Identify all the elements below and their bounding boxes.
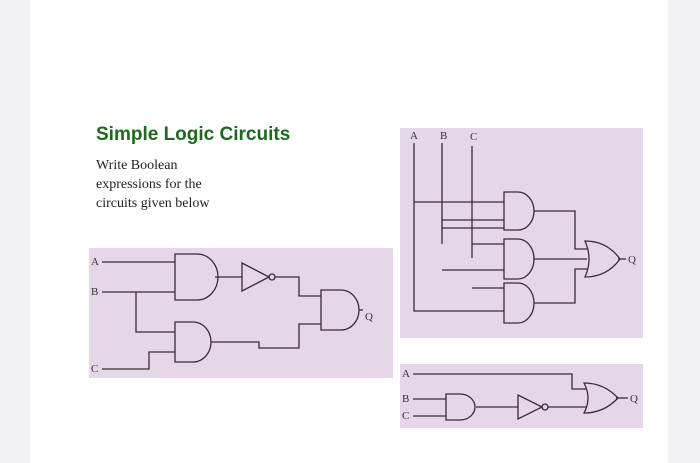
- and-gate-2: [503, 238, 535, 280]
- input-label-c: C: [470, 131, 477, 143]
- and-gate-1: [503, 191, 535, 231]
- or-gate: [584, 240, 621, 278]
- inverter-bubble: [541, 403, 549, 411]
- and-gate: [445, 393, 476, 421]
- and-gate-2: [174, 321, 212, 363]
- and-gate-3: [503, 282, 535, 324]
- inverter-bubble: [268, 273, 276, 281]
- circuit-2-drawing: A B C Q: [410, 130, 636, 324]
- input-label-a: A: [402, 368, 410, 380]
- slide-title: Simple Logic Circuits: [96, 124, 291, 145]
- circuit-diagram-2: A B C Q: [400, 128, 643, 338]
- output-label-q: Q: [365, 311, 373, 323]
- circuit-diagram-1: A B C Q: [89, 248, 393, 378]
- output-label-q: Q: [630, 393, 638, 405]
- circuit-diagram-3: A B C Q: [400, 364, 643, 428]
- input-label-c: C: [91, 363, 98, 375]
- not-gate: [517, 393, 544, 421]
- input-label-a: A: [410, 130, 418, 142]
- slide-instructions: Write Boolean expressions for the circui…: [96, 158, 210, 211]
- circuit-2-wires: [413, 143, 626, 312]
- circuit-3-drawing: A B C Q: [402, 368, 638, 422]
- output-label-q: Q: [628, 254, 636, 266]
- not-gate: [241, 261, 271, 293]
- input-label-b: B: [402, 393, 409, 405]
- circuit-1-drawing: A B C Q: [91, 253, 373, 375]
- input-label-b: B: [440, 130, 447, 142]
- input-label-c: C: [402, 410, 409, 422]
- input-label-a: A: [91, 256, 99, 268]
- and-gate-3: [320, 289, 360, 331]
- and-gate-1: [174, 253, 219, 301]
- or-gate: [582, 382, 619, 414]
- circuit-1-wires: [102, 261, 363, 370]
- input-label-b: B: [91, 286, 98, 298]
- circuit-3-wires: [413, 373, 628, 417]
